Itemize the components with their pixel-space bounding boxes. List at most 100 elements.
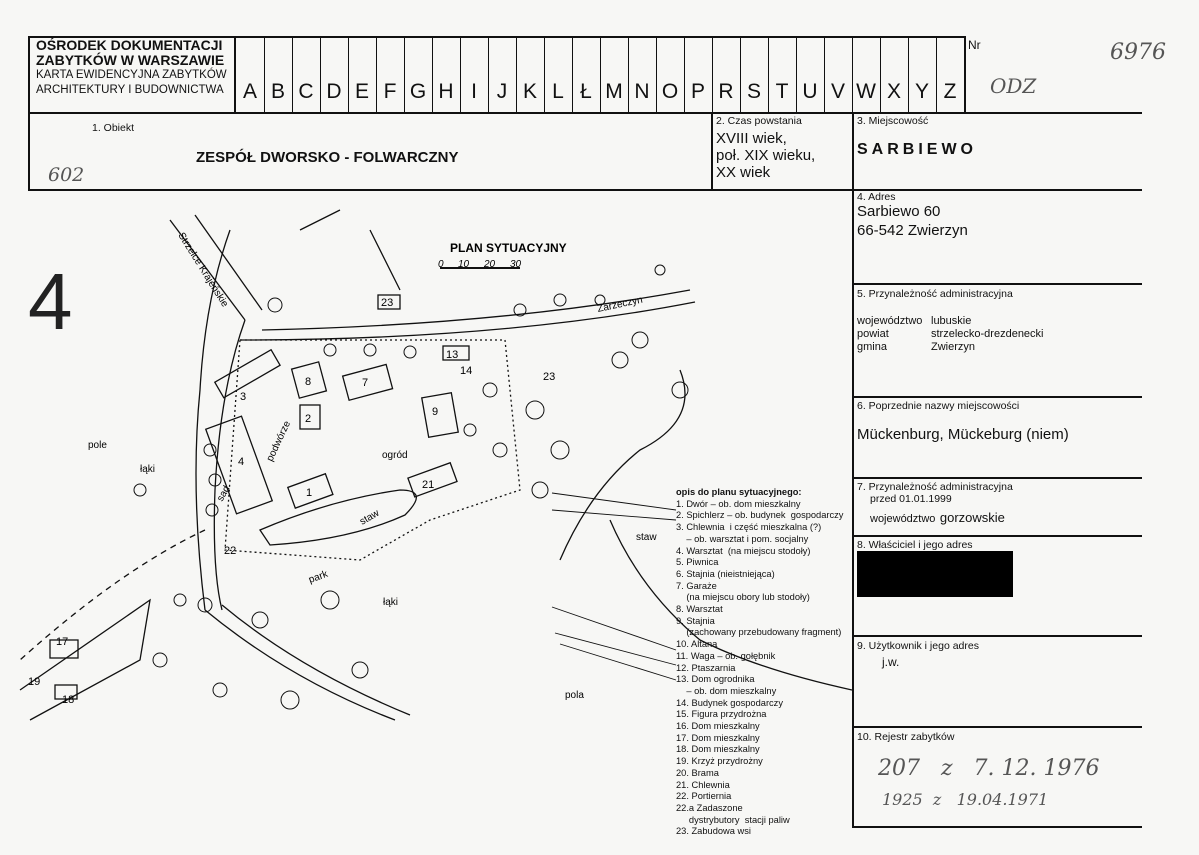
row1-bottom-line	[28, 189, 1142, 191]
bnum-8: 8	[305, 376, 311, 388]
sep-6-7	[852, 477, 1142, 479]
label-podworze: podwórze	[265, 419, 293, 463]
letter-cell-11: L	[552, 80, 564, 103]
legend-pointers	[551, 492, 677, 681]
label-pole: pole	[88, 440, 107, 451]
letter-separator	[656, 36, 657, 114]
road-north	[261, 289, 691, 331]
letter-separator	[880, 36, 881, 114]
letter-cell-18: S	[746, 80, 761, 103]
sep-8-9	[852, 635, 1142, 637]
letter-cell-14: N	[634, 80, 650, 103]
road-south-east	[221, 604, 411, 716]
bottom-line	[852, 826, 1142, 828]
scale-20: 20	[483, 259, 496, 270]
label-laki-1: łąki	[140, 464, 155, 475]
period-line2: poł. XIX wieku,	[716, 147, 816, 164]
former-names-label: 6. Poprzednie nazwy miejscowości	[857, 400, 1020, 412]
building-17	[49, 639, 79, 659]
header-title: OŚRODEK DOKUMENTACJI ZABYTKÓW W WARSZAWI…	[36, 38, 234, 98]
title-cell-right	[234, 36, 236, 114]
legend-item: dystrybutory stacji paliw	[676, 814, 790, 825]
legend-item: 5. Piwnica	[676, 557, 719, 568]
letter-cell-0: A	[242, 80, 257, 103]
label-sad: sad	[215, 484, 233, 503]
object-name: ZESPÓŁ DWORSKO - FOLWARCZNY	[196, 149, 459, 166]
bnum-4: 4	[238, 456, 244, 468]
admin-before-sub: przed 01.01.1999	[870, 493, 952, 505]
bnum-23-north: 23	[381, 297, 393, 309]
legend-item: 13. Dom ogrodnika	[676, 674, 755, 685]
letter-separator	[572, 36, 573, 114]
legend-item: 8. Warsztat	[676, 604, 723, 615]
legend-item: 14. Budynek gospodarczy	[676, 697, 783, 708]
bnum-2: 2	[305, 413, 311, 425]
letter-separator	[404, 36, 405, 114]
legend-item: 16. Dom mieszkalny	[676, 721, 760, 732]
user-label: 9. Użytkownik i jego adres	[857, 640, 979, 652]
label-ogrod: ogród	[382, 450, 408, 461]
letter-cell-23: X	[886, 80, 901, 103]
header-bottom-line	[28, 112, 1142, 114]
letter-cell-8: I	[471, 80, 477, 103]
letter-separator	[628, 36, 629, 114]
letter-separator	[460, 36, 461, 114]
road-west-edge	[195, 229, 231, 611]
building-7	[341, 363, 394, 402]
site-plan: PLAN SYTUACYJNY 0 10 20 30 Strzelce Kraj…	[19, 209, 852, 721]
legend-item: 4. Warsztat (na miejscu stodoły)	[676, 545, 811, 556]
sep-5-6	[852, 396, 1142, 398]
period-line1: XVIII wiek,	[716, 130, 787, 147]
object-handwritten: 602	[48, 164, 85, 186]
bnum-17: 17	[56, 636, 68, 648]
legend-item: 6. Stajnia (nieistniejąca)	[676, 568, 775, 579]
owner-redacted	[857, 551, 1013, 597]
sep-9-10	[852, 726, 1142, 728]
legend-item: (zachowany przebudowany fragment)	[676, 627, 842, 638]
bnum-18: 18	[62, 694, 74, 706]
letter-separator	[292, 36, 293, 114]
legend-item: 18. Dom mieszkalny	[676, 744, 760, 755]
code-handwritten: ODZ	[990, 74, 1037, 98]
letter-separator	[488, 36, 489, 114]
estate-boundary	[224, 339, 521, 561]
letter-separator	[712, 36, 713, 114]
bnum-9: 9	[432, 406, 438, 418]
road-to-strzelce-2	[194, 214, 263, 311]
letter-cell-6: G	[409, 80, 427, 103]
trees	[133, 264, 689, 710]
letter-separator	[348, 36, 349, 114]
legend-item: 3. Chlewnia i część mieszkalna (?)	[676, 522, 822, 533]
letter-cell-21: V	[830, 80, 845, 103]
legend-item: 1. Dwór – ob. dom mieszkalny	[676, 498, 801, 509]
legend-item: 9. Stajnia	[676, 615, 715, 626]
letter-cell-9: J	[496, 80, 508, 103]
card-line2: ARCHITEKTURY I BUDOWNICTWA	[36, 84, 224, 96]
letter-cell-1: B	[270, 80, 285, 103]
legend-item: 10. Altana	[676, 639, 718, 650]
legend-item: 2. Spichlerz – ob. budynek gospodarczy	[676, 510, 844, 521]
nr-cell-left	[964, 36, 966, 114]
letter-cell-15: O	[661, 80, 679, 103]
register-line2: 1925 z 19.04.1971	[882, 790, 1049, 809]
legend-item: – ob. dom mieszkalny	[676, 685, 777, 696]
letter-separator	[768, 36, 769, 114]
period-label: 2. Czas powstania	[716, 115, 802, 127]
address-label: 4. Adres	[857, 191, 896, 203]
scale-0: 0	[438, 259, 444, 270]
scale-30: 30	[510, 259, 522, 270]
locality-label: 3. Miejscowość	[857, 115, 929, 127]
letter-cell-20: U	[802, 80, 818, 103]
locality-value: SARBIEWO	[857, 141, 977, 158]
former-names-value: Mückenburg, Mückeburg (niem)	[857, 426, 1069, 443]
letter-cell-7: H	[438, 80, 454, 103]
legend-item: 7. Garaże	[676, 580, 717, 591]
letter-separator	[852, 36, 853, 114]
letter-cell-3: D	[326, 80, 342, 103]
period-line3: XX wiek	[716, 164, 771, 181]
label-staw-2: staw	[358, 507, 382, 527]
legend-item: 17. Dom mieszkalny	[676, 732, 760, 743]
